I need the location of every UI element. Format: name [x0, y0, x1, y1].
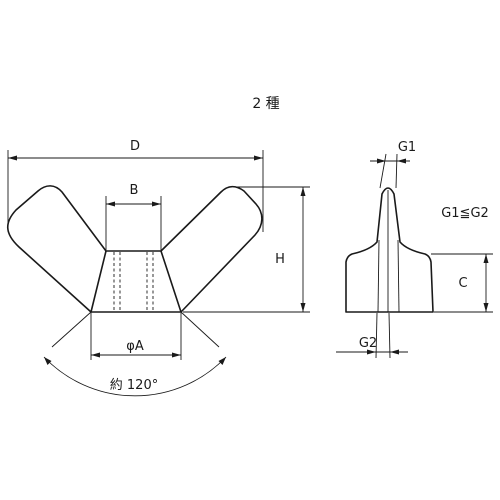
- dimension-G1-label: G1: [398, 140, 416, 155]
- drawing-title: 2 種: [252, 96, 279, 112]
- dimension-B: B: [105, 183, 162, 250]
- dimension-D: D: [7, 139, 264, 232]
- dimension-H: H: [183, 186, 310, 313]
- dimension-C: C: [431, 253, 493, 313]
- dimension-B-label: B: [130, 183, 139, 198]
- relation-note: G1≦G2: [441, 206, 489, 221]
- side-center-line-3: [397, 239, 400, 313]
- dimension-phiA: φA: [90, 313, 182, 360]
- dimension-G2-label: G2: [359, 336, 377, 351]
- front-view: D B H φA: [6, 139, 310, 397]
- body-left-edge: [90, 250, 107, 313]
- dimension-G1: G1: [370, 140, 416, 189]
- angle-label: 約 120°: [110, 378, 158, 393]
- angle-120: 約 120°: [43, 311, 227, 397]
- dimension-phiA-label: φA: [126, 339, 144, 354]
- dimension-D-label: D: [130, 139, 140, 154]
- side-center-line-1: [377, 239, 380, 313]
- wing-nut-side-outline: [345, 187, 434, 313]
- dimension-C-label: C: [458, 276, 467, 291]
- body-right-edge: [160, 250, 182, 313]
- dimension-H-label: H: [275, 252, 285, 267]
- side-view: G1 G2 C G1≦G2: [336, 140, 493, 359]
- wing-nut-front-outline: [6, 185, 263, 313]
- dimension-G2: G2: [336, 312, 408, 359]
